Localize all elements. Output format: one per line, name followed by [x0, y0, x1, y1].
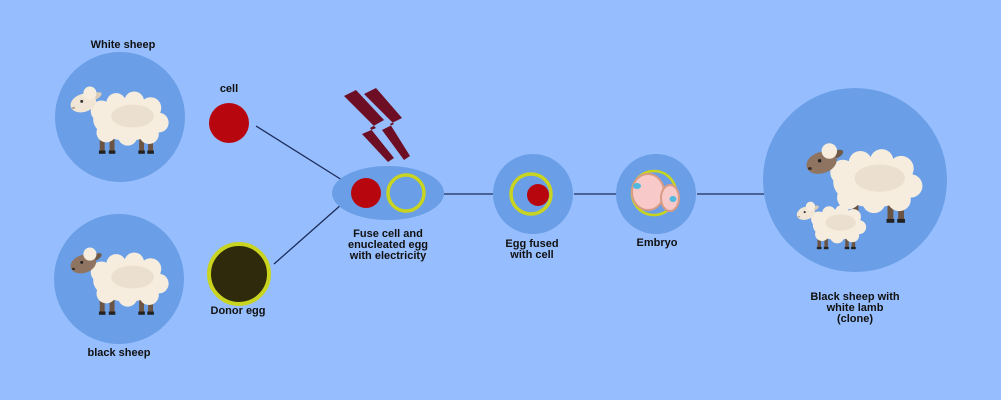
cell-label: cell	[219, 83, 239, 95]
connector-lines	[255, 125, 764, 265]
donor-egg	[207, 242, 271, 306]
fused-egg-nucleus	[527, 184, 549, 206]
donor-egg-label: Donor egg	[210, 305, 266, 317]
embryo-label: Embryo	[636, 237, 678, 249]
fuse-step-label: Fuse cell and enucleated egg with electr…	[347, 228, 429, 262]
black-sheep-label: black sheep	[87, 347, 151, 359]
fusion-cell	[351, 178, 381, 208]
fused-egg-ring	[509, 172, 553, 216]
embryo-icon	[630, 169, 680, 217]
egg-fused-label: Egg fused with cell	[505, 238, 559, 261]
white-sheep-label: White sheep	[90, 39, 156, 51]
lightning-icon	[344, 88, 410, 162]
result-label: Black sheep with white lamb (clone)	[810, 291, 900, 325]
enucleated-egg	[386, 173, 426, 213]
connector-cell-to-fuse	[255, 125, 343, 181]
cell-dot	[209, 103, 249, 143]
connector-egg-to-fuse	[273, 203, 343, 265]
